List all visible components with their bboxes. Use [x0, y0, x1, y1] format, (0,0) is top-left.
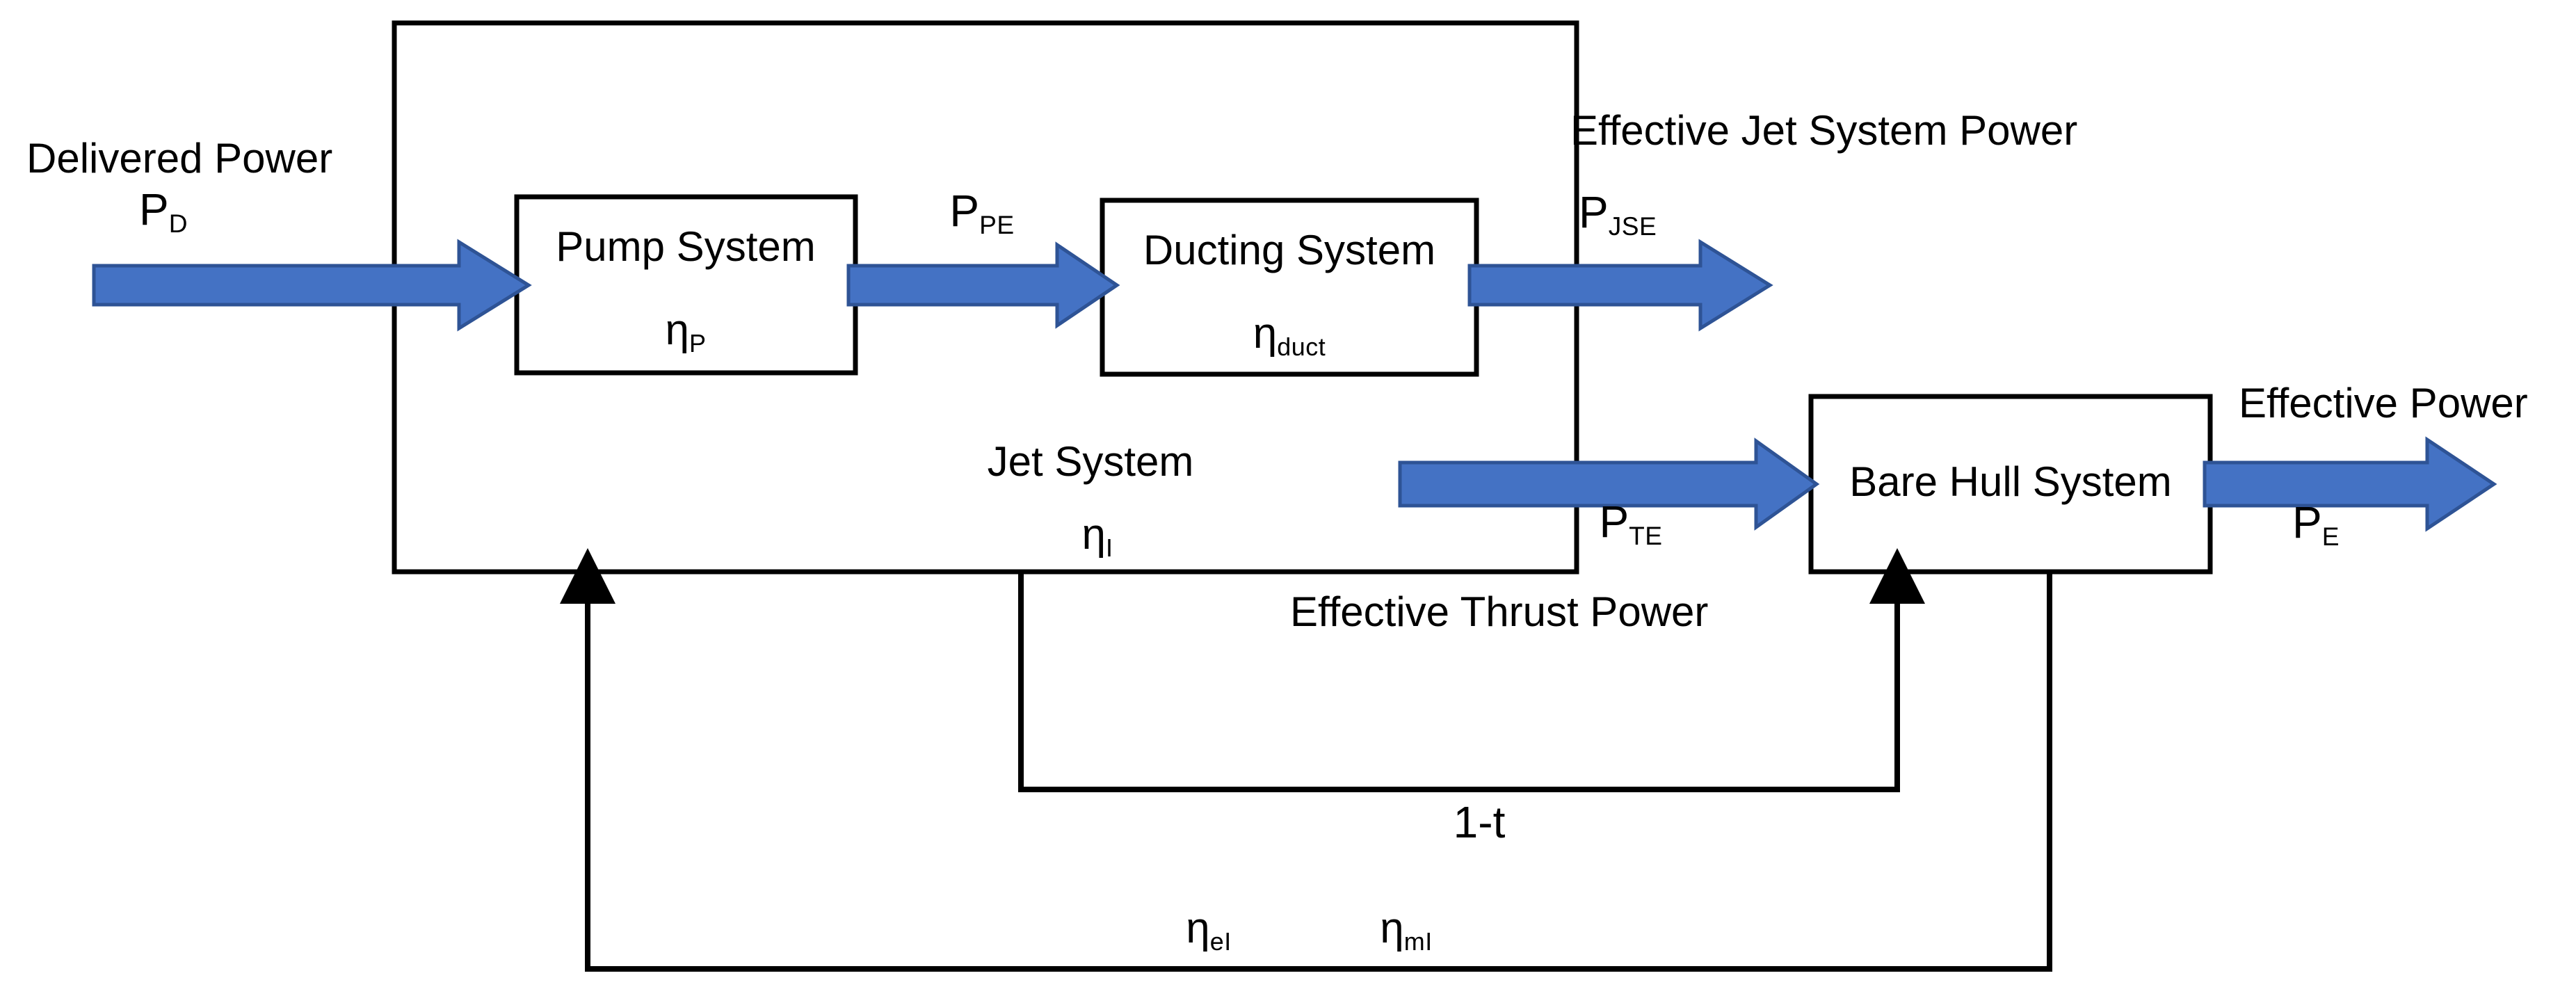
effective-jet-system-power-caption: Effective Jet System Power	[1570, 107, 2078, 154]
ducting-system-efficiency-subscript: duct	[1277, 332, 1326, 361]
pump-effective-power-symbol-base: P	[949, 186, 980, 236]
inlet-efficiency-feedback-path	[560, 548, 2052, 972]
effective-jet-system-power-symbol-subscript: JSE	[1608, 211, 1657, 241]
inlet-momentum-efficiency-base: η	[1380, 904, 1404, 952]
ducting-system-efficiency: ηduct	[1253, 310, 1326, 360]
bare-hull-system-label: Bare Hull System	[1849, 458, 2172, 505]
pump-system-efficiency-base: η	[665, 306, 689, 354]
jet-system-label: Jet System	[987, 438, 1194, 485]
pump-effective-power-arrow	[846, 241, 1120, 329]
inlet-energy-efficiency-label: ηeI	[1186, 904, 1231, 954]
effective-thrust-power-caption: Effective Thrust Power	[1290, 588, 1709, 635]
effective-power-caption: Effective Power	[2239, 380, 2528, 426]
jet-system-efficiency-base: η	[1081, 511, 1106, 559]
effective-thrust-power-symbol-base: P	[1599, 497, 1629, 547]
effective-power-symbol-base: P	[2292, 497, 2322, 547]
effective-jet-system-power-arrow	[1467, 239, 1773, 332]
ducting-system-label: Ducting System	[1143, 227, 1436, 273]
jet-system-efficiency: ηI	[1081, 511, 1113, 561]
pump-system-efficiency: ηP	[665, 306, 707, 356]
inlet-energy-efficiency-base: η	[1186, 904, 1210, 952]
delivered-power-symbol-subscript: D	[168, 209, 188, 239]
effective-power-arrow	[2203, 436, 2497, 532]
delivered-power-symbol-base: P	[139, 184, 169, 234]
pump-effective-power-symbol: PPE	[949, 186, 1014, 238]
ducting-system-box	[1100, 198, 1479, 377]
effective-thrust-power-symbol-subscript: TE	[1629, 521, 1663, 551]
inlet-momentum-efficiency-subscript: mI	[1403, 926, 1433, 956]
jet-system-efficiency-subscript: I	[1105, 533, 1113, 562]
pump-system-box	[514, 194, 858, 376]
effective-jet-system-power-symbol-base: P	[1579, 187, 1609, 237]
thrust-deduction-label: 1-t	[1453, 797, 1506, 847]
inlet-energy-efficiency-subscript: eI	[1209, 926, 1232, 956]
effective-power-symbol: PE	[2292, 497, 2340, 549]
pump-system-label: Pump System	[556, 223, 816, 270]
thrust-deduction-feedback-path	[1018, 548, 1925, 792]
delivered-power-arrow	[92, 239, 532, 332]
effective-thrust-power-arrow	[1398, 438, 1820, 531]
ducting-system-efficiency-base: η	[1253, 310, 1278, 358]
effective-jet-system-power-symbol: PJSE	[1579, 187, 1657, 239]
pump-effective-power-symbol-subscript: PE	[979, 210, 1015, 240]
delivered-power-symbol: PD	[139, 184, 188, 236]
inlet-momentum-efficiency-label: ηmI	[1380, 904, 1432, 954]
pump-system-efficiency-subscript: P	[689, 328, 707, 358]
effective-power-symbol-subscript: E	[2321, 522, 2340, 552]
effective-thrust-power-symbol: PTE	[1599, 497, 1662, 549]
delivered-power-caption: Delivered Power	[26, 135, 333, 182]
